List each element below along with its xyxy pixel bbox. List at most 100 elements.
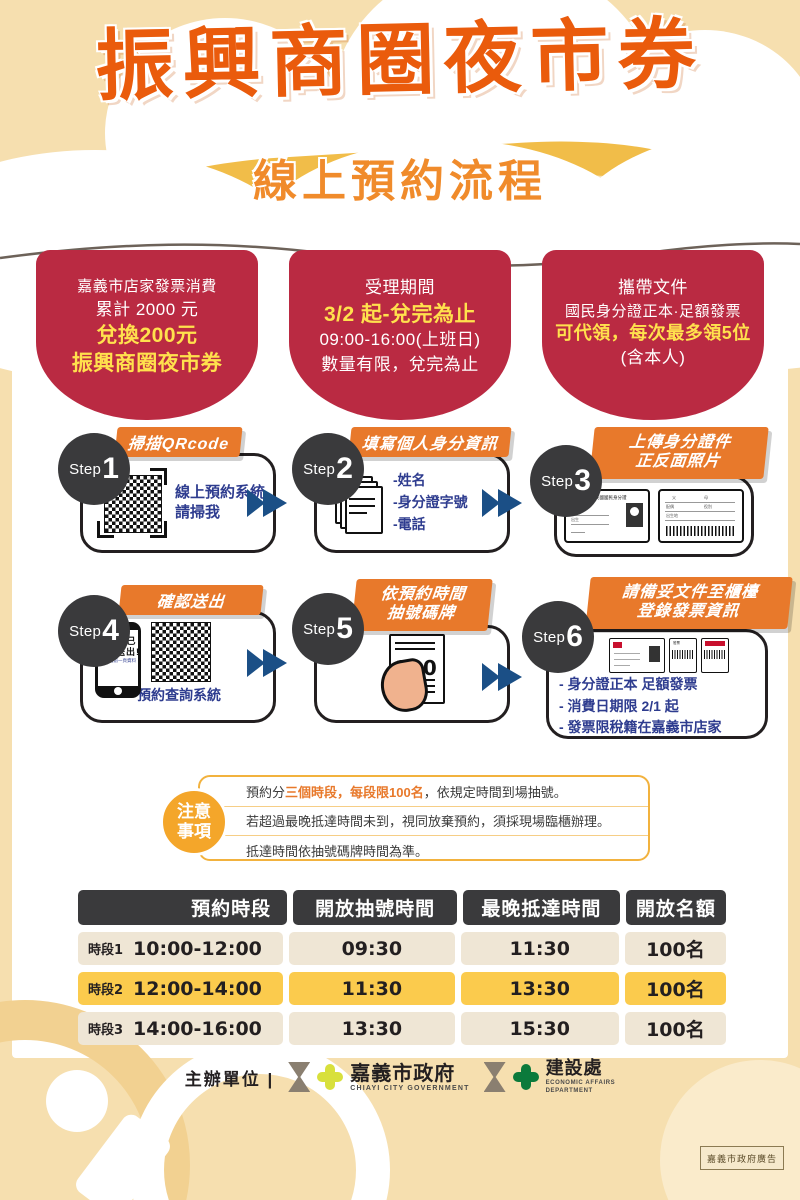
step-6-list-item: - 發票限稅籍在嘉義市店家 [559,719,722,736]
step-4-caption: 預約查詢系統 [137,687,221,703]
note-row: 預約分三個時段，每段限100名，依規定時間到場抽號。 [200,777,648,807]
steps-flow: 掃描QRcode 線上預約系統 請掃我 Step 1 填寫個人身分資訊 [0,425,800,765]
id-card-back-icon: 父 母 配偶 役別 出生地 [658,489,744,543]
table-cell-draw-time: 09:30 [289,932,455,965]
id-card-title: 中華民國國民身分證 [586,495,627,500]
step-6-label: Step [533,628,566,646]
segment-label: 時段3 [88,1023,124,1038]
table-row: 時段1 10:00-12:00 09:30 11:30 100名 [78,932,726,965]
qrcode-icon [151,622,211,682]
step-3-tab-label: 正反面照片 [634,453,722,470]
clover-icon [317,1064,344,1090]
note-text: 抵達時間依抽號碼牌時間為準。 [246,843,429,859]
table-cell-period: 時段2 12:00-14:00 [78,972,284,1005]
notes-box: 預約分三個時段，每段限100名，依規定時間到場抽號。 若超過最晚抵達時間未到，視… [198,775,650,861]
table-cell-period: 時段1 10:00-12:00 [78,932,284,965]
table-header-cell: 開放抽號時間 [293,890,458,925]
ticket-hand-icon: 100 [376,634,445,716]
shield-spend-rule: 嘉義市店家發票消費 累計 2000 元 兌換200元 振興商圈夜市券 [36,250,258,420]
table-row: 時段2 12:00-14:00 11:30 13:30 100名 [78,972,726,1005]
shield-line: 09:00-16:00(上班日) [319,329,481,349]
step-5-label: Step [303,620,336,638]
table-header-cell: 預約時段 [78,890,288,925]
notes-section: 預約分三個時段，每段限100名，依規定時間到場抽號。 若超過最晚抵達時間未到，視… [160,775,650,863]
step-1-label: Step [69,460,102,478]
step-3-tab-label: 上傳身分證件 [628,434,732,452]
ad-badge: 嘉義市政府廣告 [700,1146,784,1170]
step-6-tab: 請備妥文件至櫃檯 登錄發票資訊 [585,577,793,629]
table-cell-latest: 13:30 [460,972,619,1005]
segment-label: 時段2 [88,983,124,998]
step-2-list-item: -身分證字號 [393,494,468,511]
shield-line: 國民身分證正本·足額發票 [565,302,741,320]
flow-arrow-icon [247,649,287,677]
step-6-list-item: - 身分證正本 足額發票 [559,676,698,692]
step-6-number: 6 [566,620,583,653]
step-3-label: Step [541,472,574,490]
step-4-label: Step [69,622,102,640]
step-2-number: 2 [336,452,353,485]
step-4-badge: Step 4 [58,595,130,667]
note-highlight: 三個時段，每段限100名 [285,784,424,800]
logo-name-cn: 嘉義市政府 [350,1062,456,1085]
shield-highlight: 兌換200元 [96,324,198,348]
table-cell-quota: 100名 [624,972,726,1005]
notes-badge: 注意 事項 [160,788,228,856]
step-6-badge: Step 6 [522,601,594,673]
page-subtitle: 線上預約流程 [253,157,547,206]
step-4-number: 4 [102,614,119,647]
step-4-phone-line: 請點選前一頁資料 [100,658,136,663]
step-1-tab: 掃描QRcode [114,427,243,457]
logo-name-en: CHIAYI CITY GOVERNMENT [350,1084,470,1092]
step-2-tab: 填寫個人身分資訊 [348,427,512,457]
step-1-tab-label: 掃描QRcode [126,436,230,453]
note-text: ，依規定時間到場抽號。 [423,784,567,800]
flow-arrow-icon [247,489,287,517]
footer: 主辦單位 | 嘉義市政府 CHIAYI CITY GOVERNMENT 建設處 … [0,1042,800,1112]
poster-header: 振興商圈夜市券 線上預約流程 [0,0,800,235]
shield-highlight: 振興商圈夜市券 [71,351,223,375]
table-header-cell: 開放名額 [625,890,726,925]
notes-badge-line: 事項 [177,822,211,841]
table-cell-latest: 11:30 [460,932,619,965]
logo-chiayi-city-government: 嘉義市政府 CHIAYI CITY GOVERNMENT [288,1062,469,1092]
shield-line: 攜帶文件 [618,278,688,297]
note-row: 若超過最晚抵達時間未到，視同放棄預約，須採現場臨櫃辦理。 [200,807,648,837]
schedule-table: 預約時段 開放抽號時間 最晚抵達時間 開放名額 時段1 10:00-12:00 … [78,890,726,1052]
step-4-tab: 確認送出 [118,585,264,615]
step-5-number: 5 [336,612,353,645]
note-text: 若超過最晚抵達時間未到，視同放棄預約，須採現場臨櫃辦理。 [246,814,611,830]
step-5-tab: 依預約時間 抽號碼牌 [351,579,493,631]
step-5-tab-label: 依預約時間 [379,586,467,604]
page-title: 振興商圈夜市券 [94,9,706,113]
step-3-tab: 上傳身分證件 正反面照片 [589,427,769,479]
step-2-badge: Step 2 [292,433,364,505]
shield-highlight: 3/2 起-兌完為止 [323,302,477,326]
notes-badge-line: 注意 [177,802,211,822]
clover-icon [512,1063,539,1090]
step-1-number: 1 [102,452,119,485]
shield-documents: 攜帶文件 國民身分證正本·足額發票 可代領，每次最多領5位 (含本人) [542,250,764,420]
flow-arrow-icon [482,663,522,691]
logo-name-en: ECONOMIC AFFAIRS DEPARTMENT [545,1079,616,1094]
segment-label: 時段1 [88,943,124,958]
shield-line: 受理期間 [365,278,435,297]
step-1-text-line: 請掃我 [175,504,221,521]
table-cell-latest: 15:30 [460,1012,619,1045]
organizer-label: 主辦單位 | [184,1069,275,1089]
step-1-text-line: 線上預約系統 [175,483,266,501]
step-2-tab-label: 填寫個人身分資訊 [360,436,499,453]
shield-line: 嘉義市店家發票消費 [77,278,217,295]
shield-highlight: 可代領，每次最多領5位 [555,323,751,344]
shield-line: 累計 2000 元 [95,299,199,319]
table-cell-period: 時段3 14:00-16:00 [78,1012,284,1045]
info-shields: 嘉義市店家發票消費 累計 2000 元 兌換200元 振興商圈夜市券 受理期間 … [0,250,800,430]
step-3-badge: Step 3 [530,445,602,517]
step-2-list-item: -電話 [393,515,426,532]
step-6-tab-label: 登錄發票資訊 [636,603,740,620]
note-row: 抵達時間依抽號碼牌時間為準。 [200,836,648,865]
qrcode-icon [97,468,167,538]
segment-period: 14:00-16:00 [133,1017,262,1040]
note-text: 預約分 [246,784,286,800]
shield-period: 受理期間 3/2 起-兌完為止 09:00-16:00(上班日) 數量有限，兌完… [289,250,511,420]
